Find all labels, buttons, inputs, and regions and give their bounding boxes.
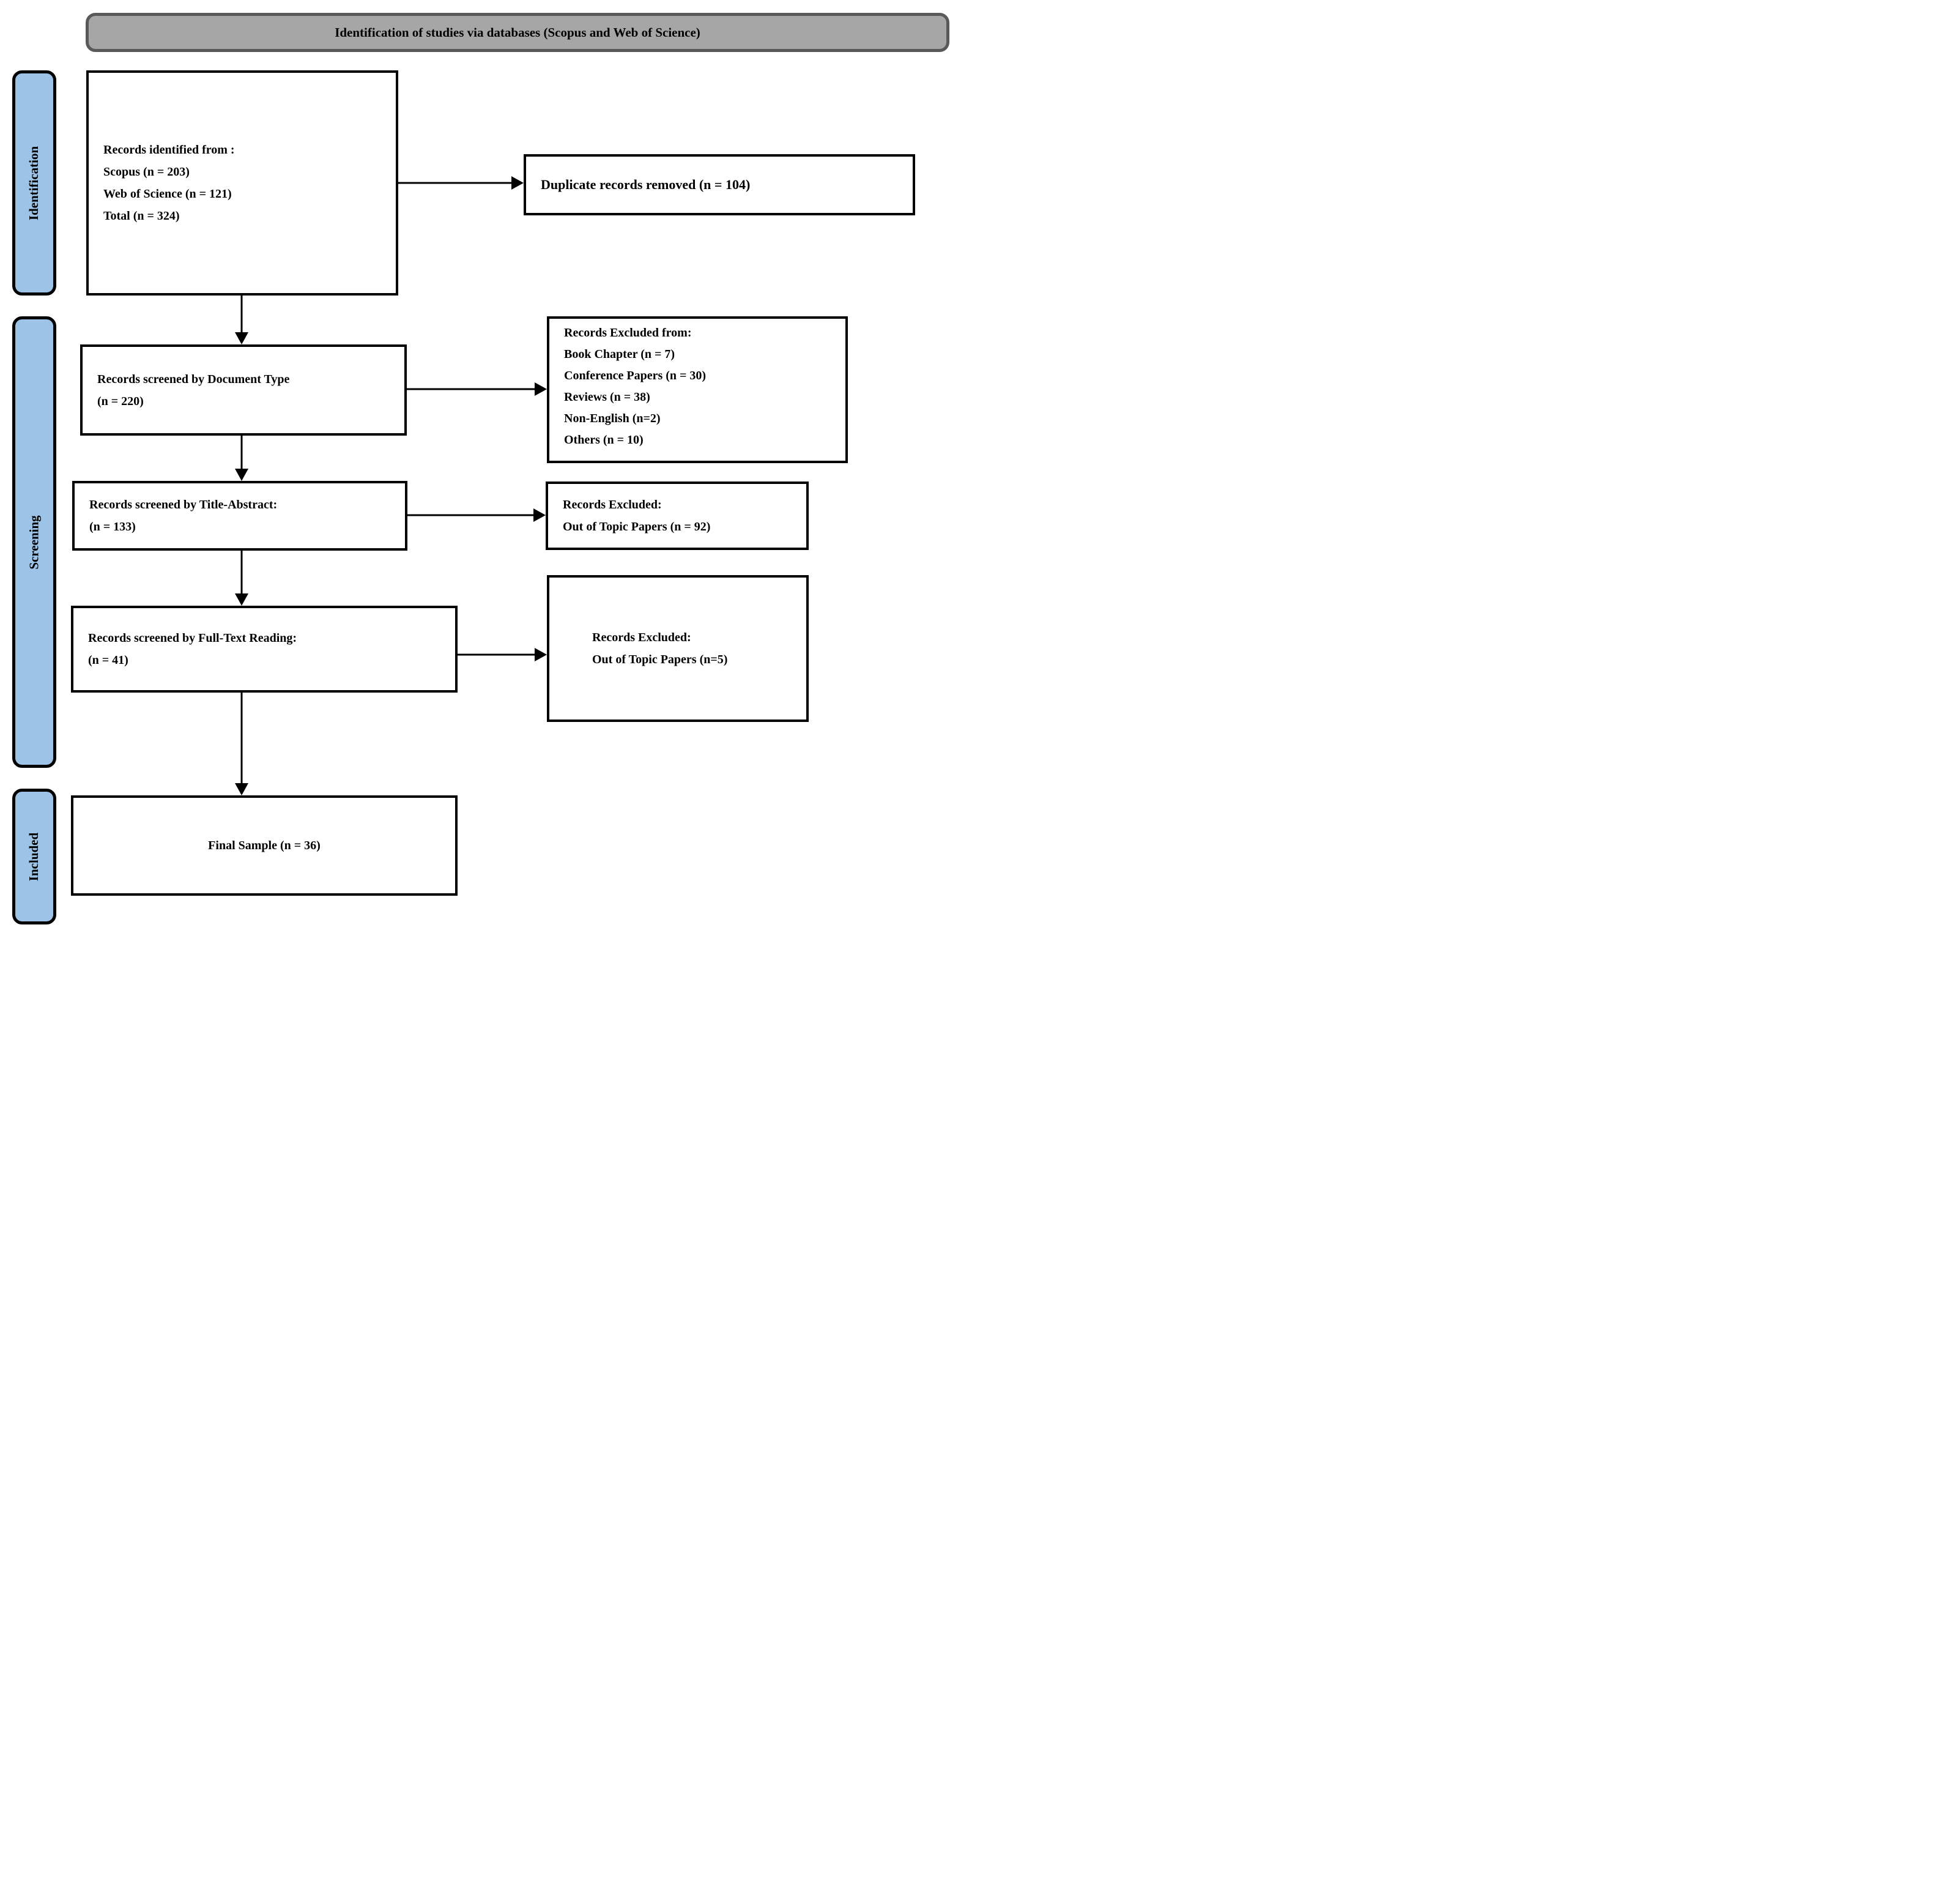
excluded-doc-type-line: Book Chapter (n = 7): [564, 348, 675, 361]
header-banner: Identification of studies via databases …: [86, 13, 949, 52]
box-final-sample: Final Sample (n = 36): [71, 795, 458, 896]
arrow-identified-to-doc-type: [235, 296, 248, 344]
excluded-doc-type-line: Non-English (n=2): [564, 412, 661, 425]
arrow-shaft: [398, 182, 514, 184]
stage-identification: Identification: [12, 70, 56, 296]
arrow-head-icon: [533, 508, 546, 522]
header-title: Identification of studies via databases …: [335, 24, 700, 40]
records-identified-line: Total (n = 324): [103, 209, 180, 223]
records-identified-line: Scopus (n = 203): [103, 165, 190, 179]
arrow-title-abstract-to-excluded: [407, 508, 546, 522]
arrow-head-icon: [235, 469, 248, 481]
excluded-doc-type-line: Reviews (n = 38): [564, 390, 650, 404]
arrow-doc-type-to-title-abstract: [235, 436, 248, 481]
stage-included: Included: [12, 789, 56, 924]
box-excluded-doc-type: Records Excluded from: Book Chapter (n =…: [547, 316, 848, 463]
prisma-flow-diagram: Identification of studies via databases …: [0, 0, 970, 952]
excluded-doc-type-line: Conference Papers (n = 30): [564, 369, 707, 382]
arrow-full-text-to-final-sample: [235, 693, 248, 795]
arrow-head-icon: [535, 648, 547, 661]
box-excluded-title-abstract: Records Excluded: Out of Topic Papers (n…: [546, 482, 809, 550]
arrow-shaft: [407, 388, 537, 390]
arrow-head-icon: [235, 783, 248, 795]
arrow-shaft: [407, 514, 536, 516]
box-screened-title-abstract: Records screened by Title-Abstract: (n =…: [72, 481, 407, 551]
screened-doc-type-line: (n = 220): [97, 394, 144, 408]
arrow-title-abstract-to-full-text: [235, 551, 248, 606]
screened-doc-type-line: Records screened by Document Type: [97, 372, 290, 386]
arrow-shaft: [240, 436, 243, 471]
stage-identification-label: Identification: [26, 146, 42, 220]
excluded-title-abstract-line: Records Excluded:: [563, 498, 662, 511]
arrow-full-text-to-excluded: [458, 648, 547, 661]
excluded-doc-type-line: Others (n = 10): [564, 433, 644, 447]
screened-title-abstract-line: Records screened by Title-Abstract:: [89, 498, 278, 511]
screened-full-text-line: (n = 41): [88, 653, 128, 667]
box-screened-full-text: Records screened by Full-Text Reading: (…: [71, 606, 458, 693]
arrow-shaft: [240, 693, 243, 786]
stage-screening: Screening: [12, 316, 56, 768]
arrow-identified-to-duplicates: [398, 176, 524, 190]
arrow-head-icon: [511, 176, 524, 190]
screened-title-abstract-line: (n = 133): [89, 520, 136, 534]
stage-included-label: Included: [26, 832, 42, 881]
arrow-head-icon: [535, 382, 547, 396]
box-excluded-full-text: Records Excluded: Out of Topic Papers (n…: [547, 575, 809, 722]
arrow-shaft: [240, 551, 243, 596]
excluded-doc-type-line: Records Excluded from:: [564, 326, 692, 340]
arrow-head-icon: [235, 593, 248, 606]
arrow-shaft: [458, 653, 537, 656]
excluded-title-abstract-line: Out of Topic Papers (n = 92): [563, 520, 711, 534]
records-identified-line: Records identified from :: [103, 143, 235, 157]
box-screened-doc-type: Records screened by Document Type (n = 2…: [80, 344, 407, 436]
screened-full-text-line: Records screened by Full-Text Reading:: [88, 631, 297, 645]
arrow-doc-type-to-excluded: [407, 382, 547, 396]
arrow-shaft: [240, 296, 243, 335]
final-sample-text: Final Sample (n = 36): [208, 839, 321, 852]
excluded-full-text-line: Records Excluded:: [592, 631, 691, 644]
duplicates-removed-text: Duplicate records removed (n = 104): [541, 177, 751, 192]
arrow-head-icon: [235, 332, 248, 344]
stage-screening-label: Screening: [26, 515, 42, 570]
box-records-identified: Records identified from : Scopus (n = 20…: [86, 70, 398, 296]
excluded-full-text-line: Out of Topic Papers (n=5): [592, 653, 728, 666]
records-identified-line: Web of Science (n = 121): [103, 187, 232, 201]
box-duplicates-removed: Duplicate records removed (n = 104): [524, 154, 915, 215]
